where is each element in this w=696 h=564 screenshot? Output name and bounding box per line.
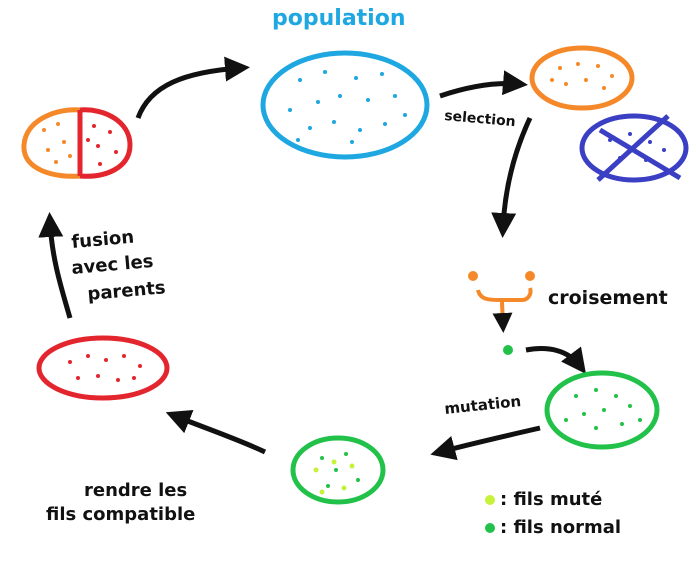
arrow-to-croisement (491, 116, 533, 238)
arrow-to-mutation (525, 346, 587, 374)
child-dot (503, 345, 513, 355)
fusion-label-line3: parents (87, 277, 167, 305)
red-child (36, 335, 170, 401)
fused-parent (21, 107, 133, 179)
arrow-fusion-up (38, 212, 73, 319)
legend: : fils muté : fils normal (485, 489, 621, 538)
legend-mute-label: : fils muté (500, 489, 602, 510)
arrow-to-population (135, 56, 250, 119)
compatible-child (290, 435, 386, 505)
croisement-label: croisement (548, 287, 668, 309)
selection-label: selection (444, 108, 517, 130)
mutation-label: mutation (444, 392, 522, 418)
mutated-child (544, 370, 660, 450)
legend-normal-swatch (485, 523, 495, 533)
selected-individual (529, 45, 635, 111)
arrow-to-selection (439, 70, 528, 99)
rejected-individual (579, 113, 689, 183)
population-title: population (272, 6, 406, 31)
fusion-label-line2: avec les (71, 251, 155, 279)
crossover-icon (468, 271, 535, 333)
population-blob (260, 50, 430, 160)
fusion-label-line1: fusion (71, 227, 135, 253)
arrow-to-compatible (430, 425, 541, 461)
rendre-label-line2: fils compatible (46, 504, 195, 525)
legend-mute-swatch (485, 495, 495, 505)
legend-normal-label: : fils normal (500, 517, 621, 538)
arrow-to-red-child (165, 409, 267, 455)
rendre-label-line1: rendre les (84, 480, 187, 501)
population-dots (288, 70, 407, 144)
